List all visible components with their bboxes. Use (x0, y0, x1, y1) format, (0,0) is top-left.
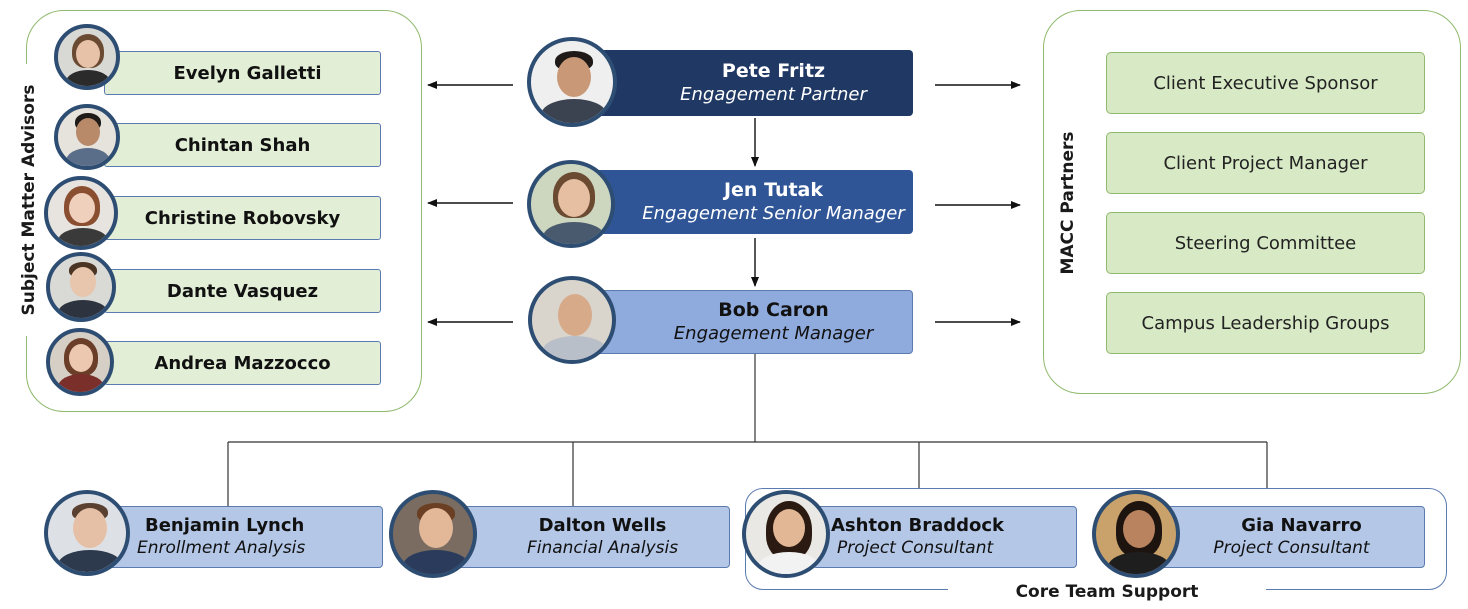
macc-item-label: Campus Leadership Groups (1141, 312, 1390, 334)
sme-card: Evelyn Galletti (104, 51, 381, 95)
woman-portrait-icon (54, 24, 120, 90)
leader-name: Jen Tutak (723, 179, 824, 201)
leader-card: Pete Fritz Engagement Partner (594, 50, 913, 116)
sme-card: Christine Robovsky (104, 196, 381, 240)
sme-card: Chintan Shah (104, 123, 381, 167)
woman-portrait-icon (742, 490, 830, 578)
macc-item: Campus Leadership Groups (1106, 292, 1425, 354)
man-portrait-icon (528, 276, 616, 364)
leader-role: Engagement Manager (673, 323, 874, 344)
team-name: Dalton Wells (538, 515, 667, 536)
sme-name: Andrea Mazzocco (154, 352, 331, 374)
sme-name: Dante Vasquez (166, 280, 319, 302)
leader-role: Engagement Senior Manager (642, 203, 905, 224)
team-name: Ashton Braddock (831, 515, 1005, 536)
team-name: Benjamin Lynch (145, 515, 305, 536)
macc-item: Steering Committee (1106, 212, 1425, 274)
man-portrait-icon (46, 252, 116, 322)
macc-group-label: MACC Partners (1056, 131, 1080, 275)
man-portrait-icon (389, 490, 477, 578)
core-team-group-label: Core Team Support (948, 580, 1266, 608)
sme-name: Chintan Shah (174, 134, 311, 156)
sme-card: Dante Vasquez (104, 269, 381, 313)
woman-portrait-icon (46, 328, 114, 396)
leader-name: Pete Fritz (721, 60, 826, 82)
leader-role: Engagement Partner (680, 84, 867, 105)
team-card: Ashton Braddock Project Consultant (812, 506, 1077, 568)
team-role: Project Consultant (1213, 538, 1370, 558)
team-card: Dalton Wells Financial Analysis (455, 506, 730, 568)
man-portrait-icon (527, 37, 617, 127)
macc-item: Client Project Manager (1106, 132, 1425, 194)
man-portrait-icon (54, 104, 120, 170)
sme-card: Andrea Mazzocco (104, 341, 381, 385)
man-portrait-icon (44, 490, 130, 576)
team-card: Gia Navarro Project Consultant (1158, 506, 1425, 568)
team-card: Benjamin Lynch Enrollment Analysis (108, 506, 383, 568)
macc-item-label: Client Project Manager (1163, 152, 1368, 174)
leader-card: Jen Tutak Engagement Senior Manager (594, 170, 913, 234)
team-name: Gia Navarro (1241, 515, 1362, 536)
sme-name: Christine Robovsky (144, 207, 341, 229)
team-role: Financial Analysis (526, 538, 679, 558)
leader-card: Bob Caron Engagement Manager (594, 290, 913, 354)
leader-name: Bob Caron (718, 299, 829, 321)
team-role: Project Consultant (837, 538, 994, 558)
macc-item-label: Steering Committee (1174, 232, 1357, 254)
sme-group-label: Subject Matter Advisors (17, 64, 41, 336)
macc-item-label: Client Executive Sponsor (1153, 72, 1378, 94)
team-role: Enrollment Analysis (137, 538, 306, 558)
macc-item: Client Executive Sponsor (1106, 52, 1425, 114)
woman-portrait-icon (44, 176, 118, 250)
woman-portrait-icon (527, 160, 615, 248)
sme-name: Evelyn Galletti (173, 62, 322, 84)
woman-portrait-icon (1092, 490, 1180, 578)
